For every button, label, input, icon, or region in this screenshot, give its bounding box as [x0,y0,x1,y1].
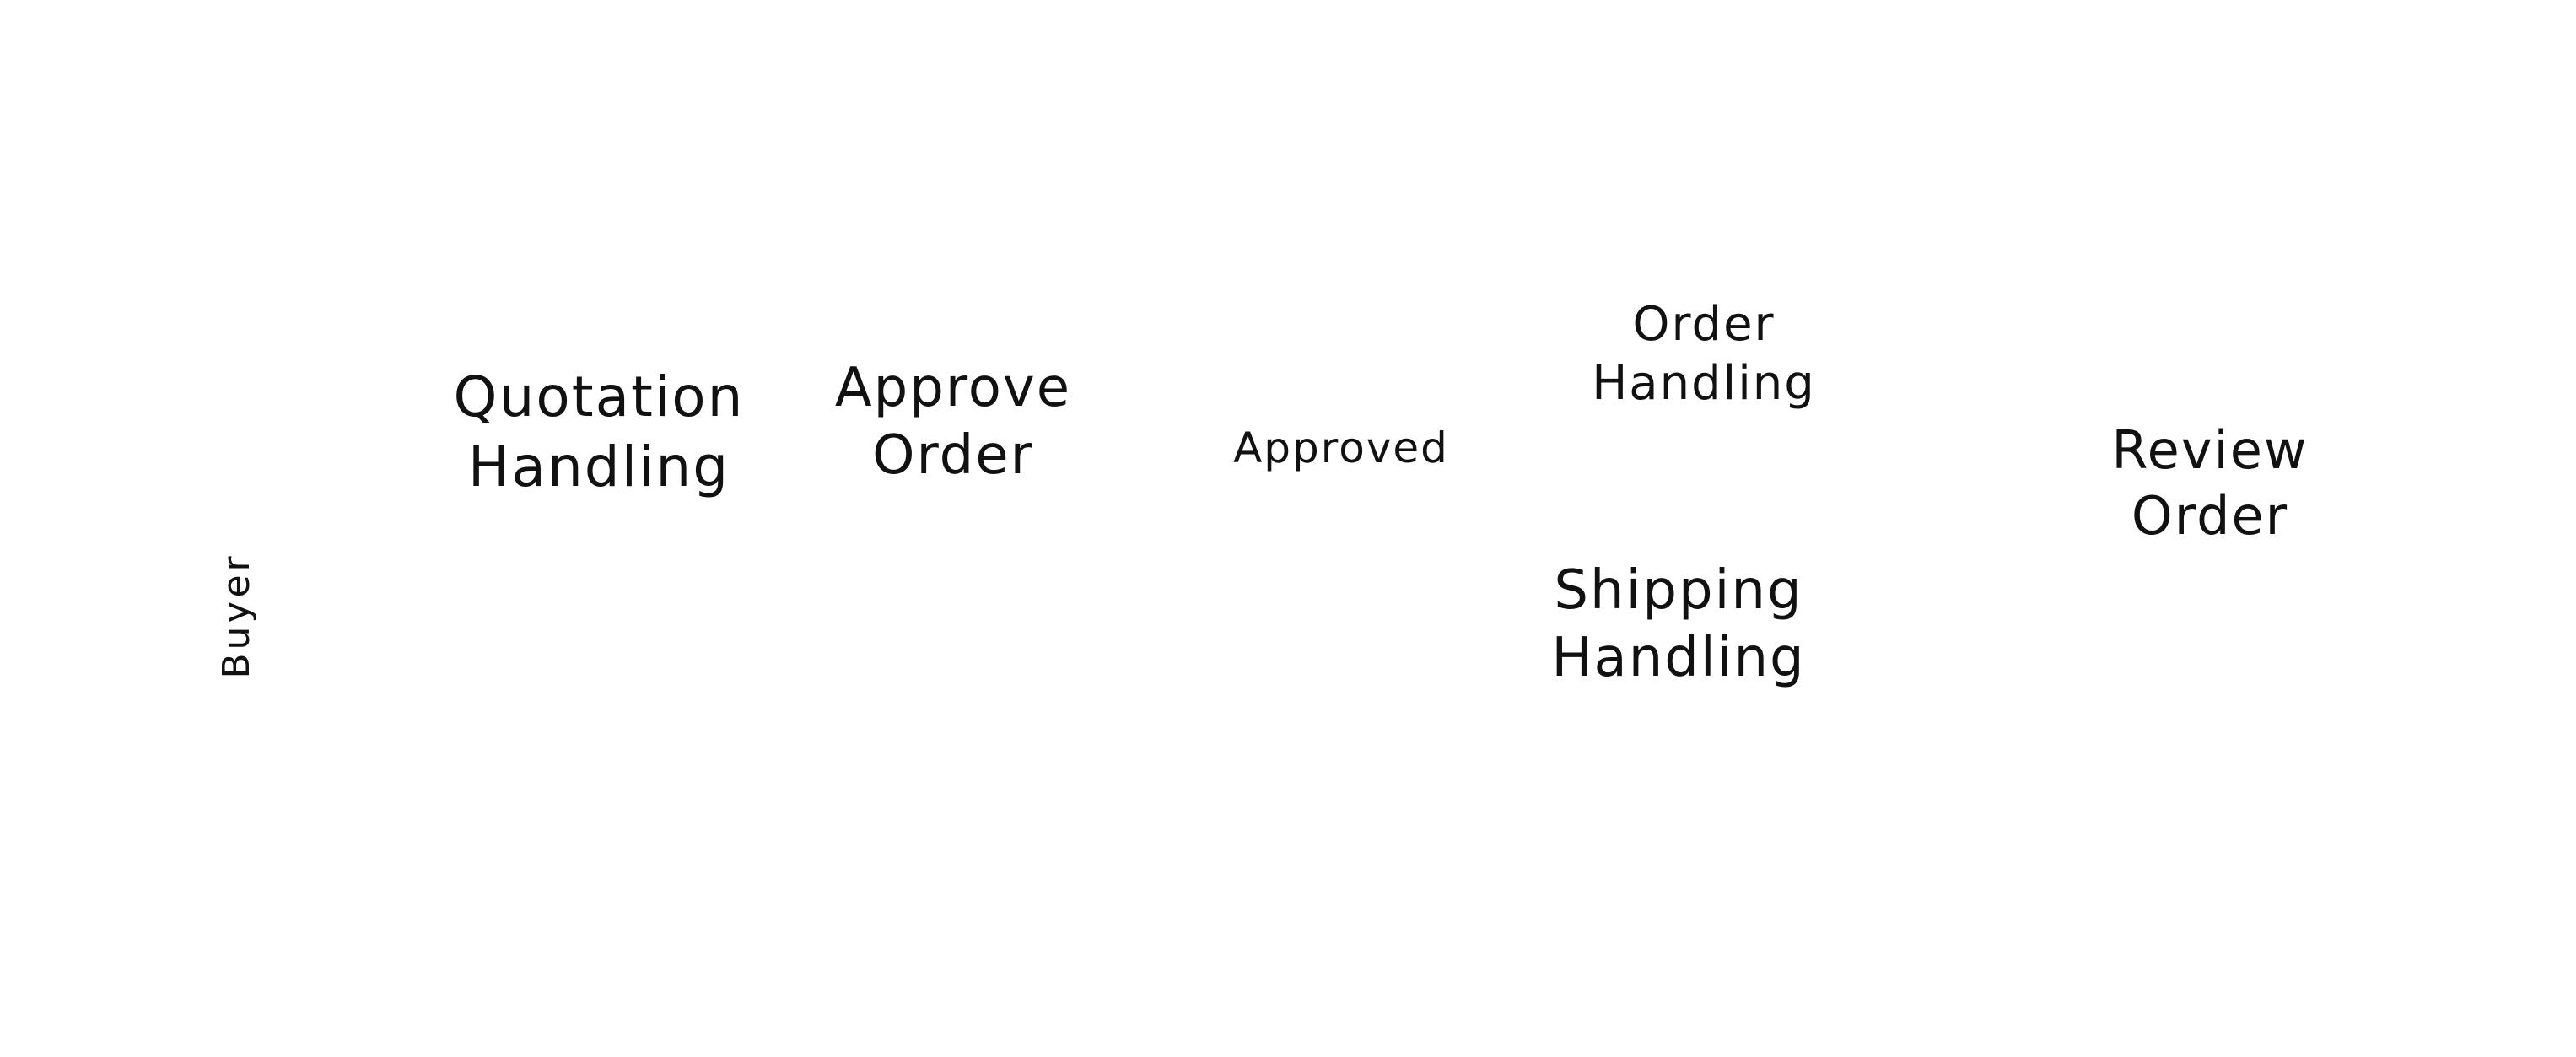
review-order-label: Review Order [2111,418,2306,548]
order-handling-line-2: Handling [1592,356,1816,411]
lane-label-buyer: Buyer [214,553,258,679]
approved-label: Approved [1233,422,1447,475]
approve-order-label: Approve Order [835,354,1070,489]
order-handling-label: Order Handling [1592,295,1816,413]
approve-order-line-1: Approve [834,357,1072,419]
quotation-handling-line-2: Handling [467,434,730,499]
review-order-line-2: Order [2131,484,2289,547]
review-order-line-1: Review [2111,419,2309,481]
shipping-handling-line-2: Handling [1551,627,1806,689]
approved-text: Approved [1233,423,1449,472]
quotation-handling-line-1: Quotation [453,364,745,429]
shipping-handling-label: Shipping Handling [1551,557,1803,692]
quotation-handling-label: Quotation Handling [454,363,743,502]
shipping-handling-line-1: Shipping [1554,559,1803,622]
approve-order-line-2: Order [872,424,1034,487]
order-handling-line-1: Order [1632,297,1776,352]
